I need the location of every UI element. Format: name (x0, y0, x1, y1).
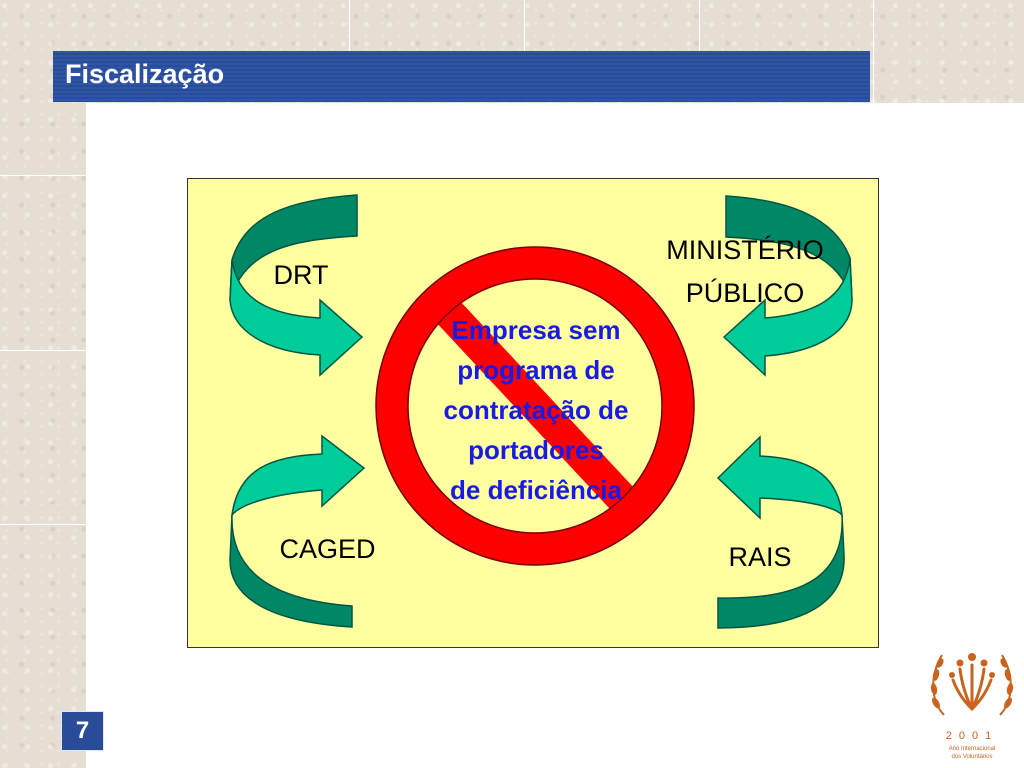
tile-divider (699, 0, 700, 51)
tile-divider (349, 0, 350, 51)
tile-divider (0, 350, 86, 351)
label-caged: CAGED (279, 534, 376, 564)
title-bar: Fiscalização (53, 51, 870, 102)
tile-divider (873, 0, 874, 103)
page-number: 7 (61, 711, 104, 751)
label-ministerio-line2: PÚBLICO (685, 278, 805, 308)
center-text-line: Empresa sem (451, 315, 621, 345)
label-drt: DRT (273, 260, 329, 290)
center-text-line: contratação de (443, 395, 629, 425)
center-text-line: programa de (457, 355, 615, 385)
curved-arrow-ministerio-icon (722, 195, 853, 377)
slide-title: Fiscalização (65, 59, 225, 89)
prohibition-sign-icon (375, 246, 695, 566)
laurel-figures-icon (930, 653, 1014, 716)
tile-divider (0, 175, 86, 176)
tile-divider (524, 0, 525, 51)
tile-divider (0, 524, 86, 525)
label-rais: RAIS (728, 542, 792, 572)
logo-caption-line2: dos Voluntários (951, 754, 993, 760)
center-text: Empresa sem programa de contratação de p… (405, 310, 667, 510)
logo-caption-line1: Ano Internacional (948, 746, 996, 752)
curved-arrow-drt-icon (229, 194, 364, 377)
logo-year: 2001 (945, 730, 999, 742)
label-ministerio-line1: MINISTÉRIO (666, 235, 824, 265)
center-text-line: de deficiência (450, 475, 622, 505)
volunteer-year-logo: 2001 Ano Internacional dos Voluntários (926, 645, 1018, 763)
curved-arrow-caged-icon (229, 434, 366, 628)
curved-arrow-rais-icon (716, 435, 845, 629)
center-text-line: portadores (468, 435, 604, 465)
background-texture-left (0, 0, 86, 768)
